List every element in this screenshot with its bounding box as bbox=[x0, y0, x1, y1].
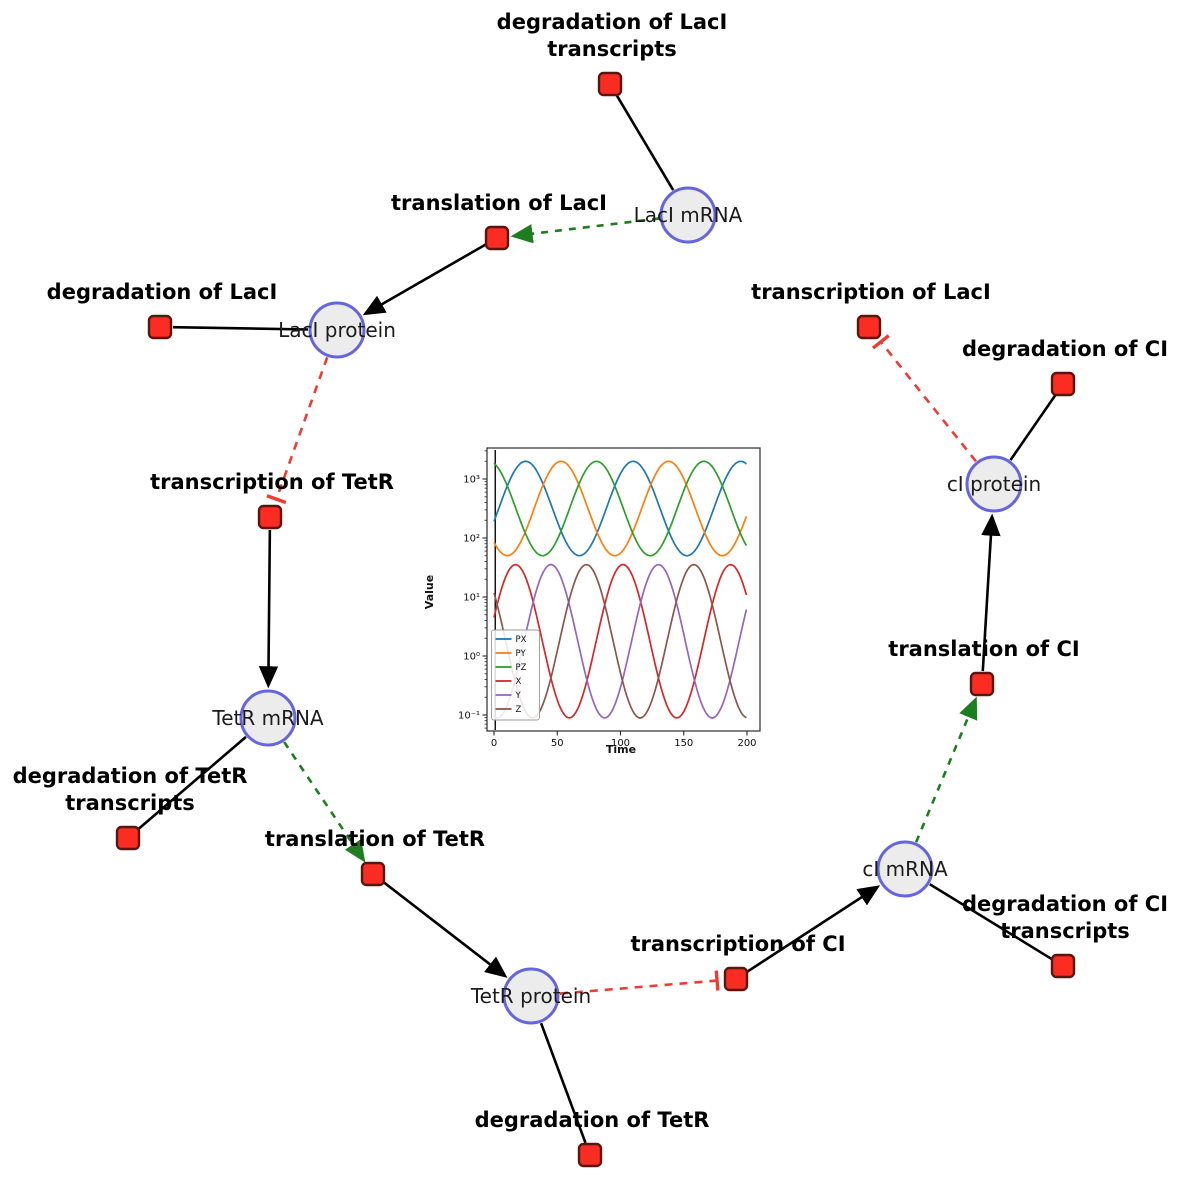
reaction-label-transl-tetr: translation of TetR bbox=[265, 827, 485, 851]
chart-ylabel: Value bbox=[423, 575, 436, 609]
legend-label-z: Z bbox=[516, 705, 522, 715]
edge-consumption-tetr-mrna-deg-tetr-tx bbox=[137, 735, 247, 831]
y-tick-label: 10³ bbox=[463, 475, 480, 486]
reaction-node-transc-ci bbox=[723, 966, 749, 992]
series-line-py bbox=[493, 460, 748, 557]
edge-production-transc-ci-ci-mrna bbox=[746, 885, 881, 973]
reaction-node-deg-laci-tx bbox=[597, 71, 623, 97]
species-label-tetr-protein: TetR protein bbox=[470, 984, 591, 1008]
species-node-laci-protein bbox=[308, 301, 366, 359]
reaction-label-deg-tetr-tx: degradation of TetR bbox=[13, 764, 248, 788]
species-label-tetr-mrna: TetR mRNA bbox=[211, 706, 324, 730]
x-tick-label: 0 bbox=[491, 738, 497, 749]
edge-inhibition-tetr-protein-transc-ci bbox=[559, 979, 718, 995]
legend-label-pz: PZ bbox=[516, 663, 527, 673]
species-label-laci-mrna: LacI mRNA bbox=[634, 203, 743, 227]
species-node-tetr-protein bbox=[502, 967, 560, 1025]
edge-production-transc-tetr-tetr-mrna bbox=[258, 529, 279, 689]
x-tick-label: 50 bbox=[551, 738, 564, 749]
edge-consumption-laci-protein-deg-laci bbox=[172, 325, 309, 331]
reaction-node-transl-tetr bbox=[360, 861, 386, 887]
species-label-ci-mrna: cI mRNA bbox=[862, 857, 948, 881]
species-label-laci-protein: LacI protein bbox=[278, 318, 396, 342]
reaction-node-deg-ci bbox=[1050, 371, 1076, 397]
species-node-ci-mrna bbox=[876, 840, 934, 898]
inhibition-tbar-transc-ci bbox=[714, 970, 720, 991]
legend-label-py: PY bbox=[516, 649, 527, 659]
reaction-node-deg-tetr bbox=[577, 1142, 603, 1168]
reaction-label-transc-ci: transcription of CI bbox=[630, 932, 845, 956]
y-tick-label: 10⁰ bbox=[463, 652, 480, 663]
edge-consumption-ci-protein-deg-ci bbox=[1009, 393, 1057, 461]
edge-modifier-ci-mrna-transl-ci bbox=[914, 696, 978, 843]
y-tick-label: 10² bbox=[463, 534, 480, 545]
label-layer: degradation of LacI transcripts translatio… bbox=[13, 10, 1168, 1132]
species-label-ci-protein: cI protein bbox=[947, 472, 1041, 496]
edge-consumption-ci-mrna-deg-ci-tx bbox=[929, 883, 1053, 961]
series-line-x bbox=[493, 563, 748, 719]
inset-chart: 10⁻¹ 10⁰ 10¹ 10² 10³ 0 50 100 150 200 PX PY PZ XYZ Va… bbox=[423, 447, 761, 756]
edge-consumption-tetr-protein-deg-tetr bbox=[539, 1022, 587, 1144]
y-tick-label: 10¹ bbox=[463, 593, 480, 604]
reaction-label-deg-laci: degradation of LacI bbox=[47, 280, 278, 304]
chart-content: 10⁻¹ 10⁰ 10¹ 10² 10³ 0 50 100 150 200 PX PY PZ XYZ bbox=[458, 450, 757, 749]
series-line-pz bbox=[493, 460, 748, 557]
reaction-label-deg-tetr-tx: transcripts bbox=[65, 791, 195, 815]
node-layer bbox=[115, 71, 1076, 1168]
edge-layer bbox=[137, 94, 1057, 1144]
reaction-label-deg-laci-tx: degradation of LacI bbox=[497, 10, 728, 34]
reaction-label-transl-ci: translation of CI bbox=[888, 637, 1079, 661]
legend-label-y: Y bbox=[515, 691, 522, 701]
reaction-node-transc-tetr bbox=[257, 504, 283, 530]
reaction-node-deg-ci-tx bbox=[1050, 953, 1076, 979]
legend-label-px: PX bbox=[516, 635, 527, 645]
reaction-node-deg-laci bbox=[147, 314, 173, 340]
legend-label-x: X bbox=[516, 677, 522, 687]
reaction-label-deg-laci-tx: transcripts bbox=[547, 37, 677, 61]
species-node-tetr-mrna bbox=[239, 689, 297, 747]
chart-xlabel: Time bbox=[606, 743, 636, 756]
reaction-label-transc-laci: transcription of LacI bbox=[751, 280, 991, 304]
edge-production-transl-laci-laci-protein bbox=[362, 243, 487, 316]
reaction-label-transl-laci: translation of LacI bbox=[391, 191, 607, 215]
reaction-label-transc-tetr: transcription of TetR bbox=[150, 470, 394, 494]
reaction-label-deg-tetr: degradation of TetR bbox=[475, 1108, 710, 1132]
inhibition-tbar-transc-laci bbox=[871, 334, 890, 350]
edge-inhibition-laci-protein-transc-tetr bbox=[275, 356, 329, 500]
x-tick-label: 150 bbox=[674, 738, 693, 749]
reaction-node-transl-laci bbox=[484, 225, 510, 251]
edge-modifier-tetr-mrna-transl-tetr bbox=[283, 741, 366, 863]
y-tick-label: 10⁻¹ bbox=[458, 711, 480, 722]
edge-consumption-laci-mrna-deg-laci-tx bbox=[615, 94, 675, 191]
x-tick-label: 100 bbox=[611, 738, 630, 749]
species-node-laci-mrna bbox=[659, 186, 717, 244]
edge-production-transl-ci-ci-protein bbox=[981, 513, 1001, 672]
reaction-label-deg-ci: degradation of CI bbox=[962, 337, 1168, 361]
series-line-y bbox=[493, 563, 748, 719]
edge-modifier-laci-mrna-transl-laci bbox=[510, 217, 660, 244]
reaction-label-deg-ci-tx: degradation of CI bbox=[962, 892, 1168, 916]
x-tick-label: 200 bbox=[737, 738, 756, 749]
reaction-node-transc-laci bbox=[856, 314, 882, 340]
reaction-node-deg-tetr-tx bbox=[115, 825, 141, 851]
edge-inhibition-ci-protein-transc-laci bbox=[879, 341, 977, 463]
edge-production-transl-tetr-tetr-protein bbox=[382, 880, 508, 978]
reaction-node-transl-ci bbox=[969, 671, 995, 697]
inhibition-tbar-transc-tetr bbox=[266, 494, 287, 505]
species-node-ci-protein bbox=[965, 455, 1023, 513]
reaction-label-deg-ci-tx: transcripts bbox=[1000, 919, 1130, 943]
